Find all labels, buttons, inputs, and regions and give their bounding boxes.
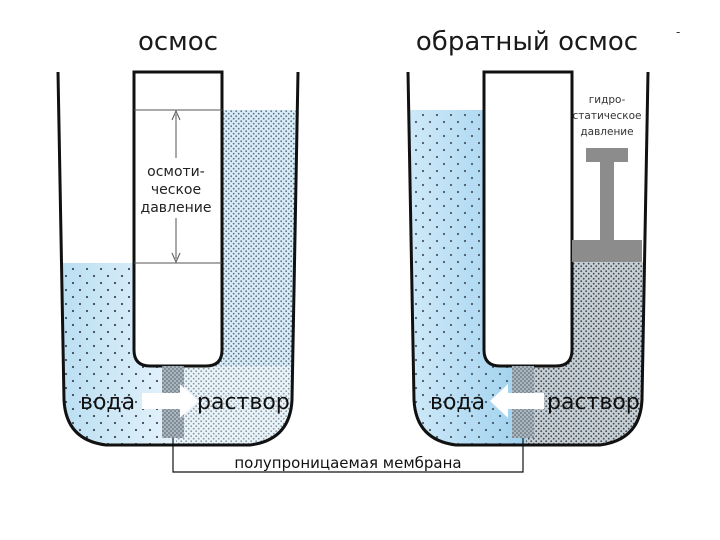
left-vessel-outline [56,71,300,447]
left-water-label: вода [80,390,135,415]
right-solution-label: раствор [547,390,640,415]
left-pressure-label-line2: ческое [151,182,201,198]
left-pressure-label-line3: давление [141,200,212,216]
right-pressure-label-line2: статическое [573,110,642,122]
left-flow-arrow [142,384,198,418]
piston-handle [586,148,628,162]
right-vessel-outline [406,71,650,447]
membrane-callout-bracket [172,438,524,473]
right-pressure-label-line3: давление [580,126,633,138]
left-bottom-solution-dots [176,366,298,445]
left-pressure-arrowhead-up [171,109,181,121]
right-inner-tube [482,70,574,368]
right-water-label: вода [430,390,485,415]
title-reverse-osmosis: обратный осмос [416,27,638,57]
membrane-label: полупроницаемая мембрана [234,454,461,472]
left-pressure-label-line1: осмоти- [147,164,205,180]
left-pressure-arrowhead-down [171,252,181,264]
piston-plate [572,240,642,262]
right-pressure-label-line1: гидро- [589,94,626,106]
title-osmosis: осмос [138,27,218,57]
left-solution-label: раствор [197,390,290,415]
corner-mark: - [676,25,680,39]
piston-rod [600,160,614,242]
right-flow-arrow [490,384,544,418]
left-inner-tube [132,70,224,368]
